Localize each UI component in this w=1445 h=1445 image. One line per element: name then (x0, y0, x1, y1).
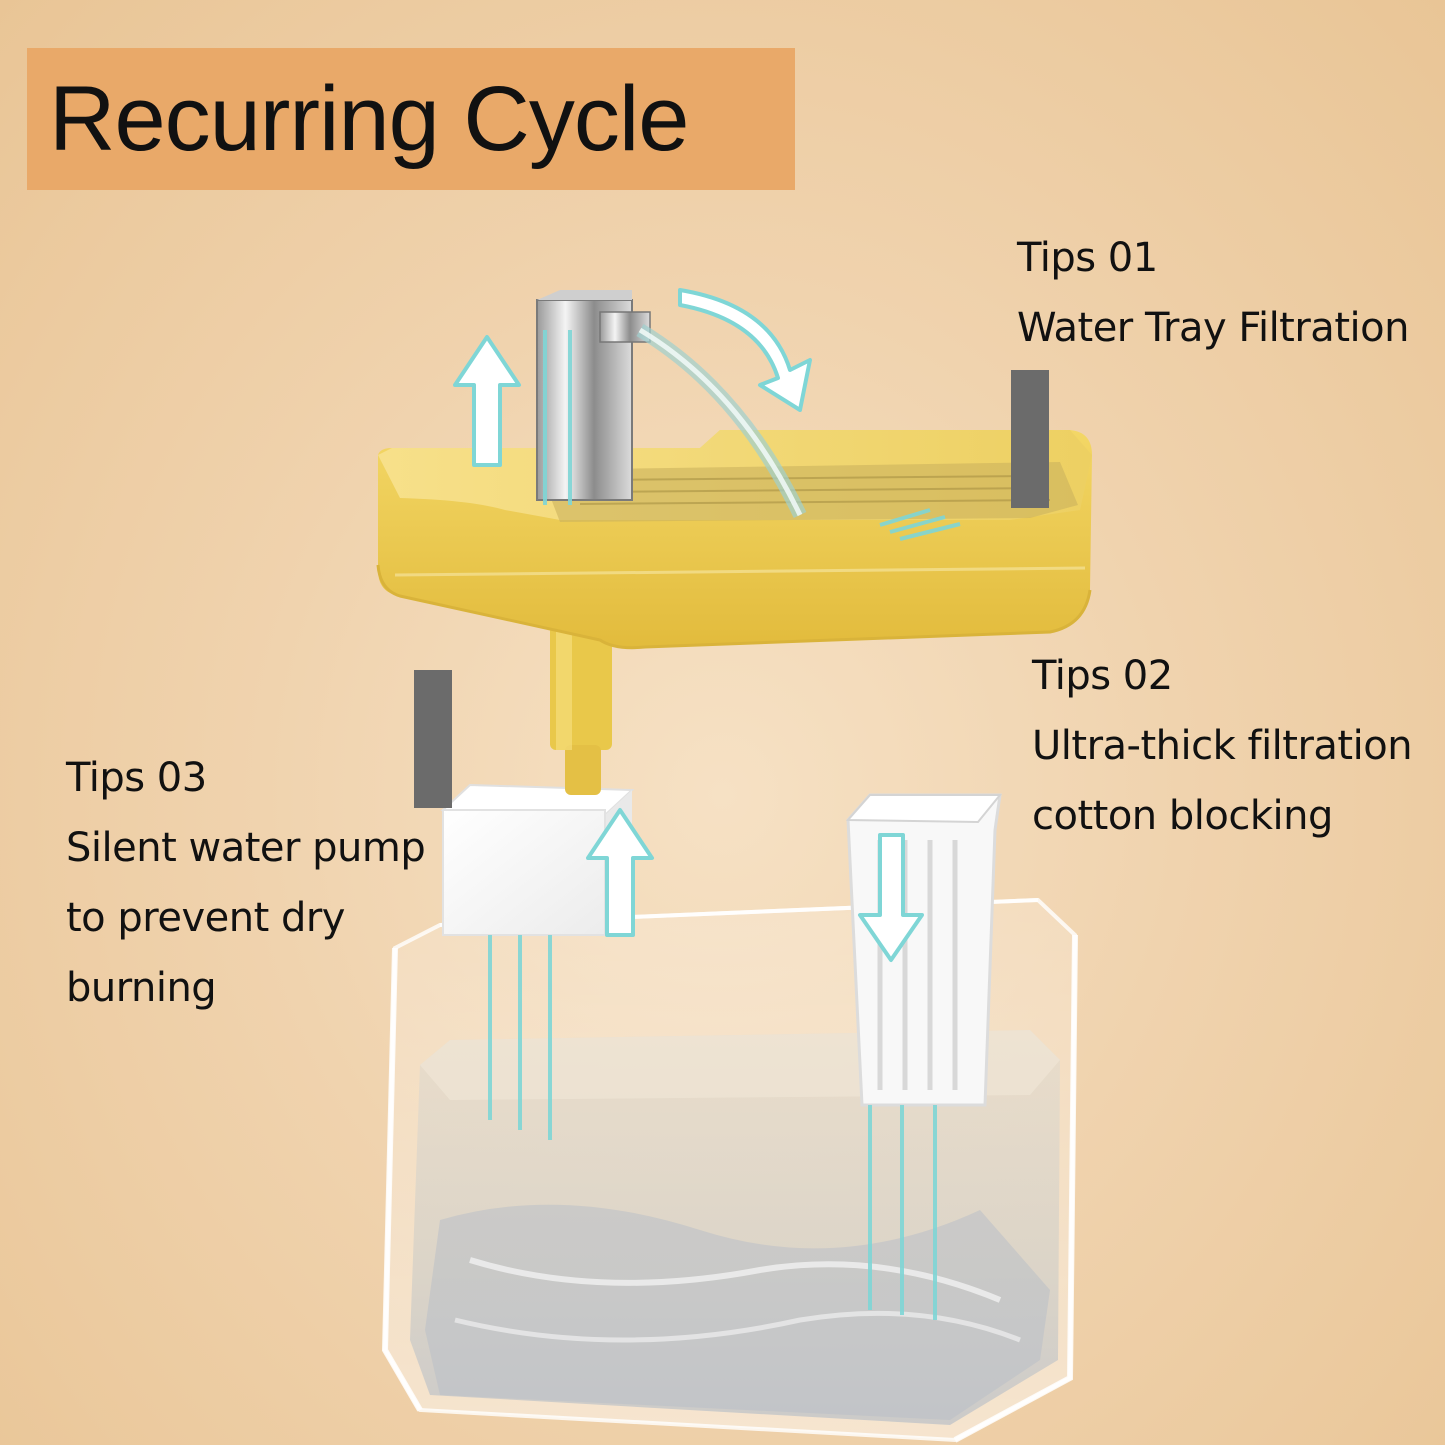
tip-03-label: Tips 03 (66, 755, 207, 801)
tip-03: Tips 03 Silent water pump to prevent dry… (66, 743, 426, 1023)
tip-02-text-line: Ultra-thick filtration (1032, 723, 1413, 769)
tip-02-text-line: cotton blocking (1032, 793, 1333, 839)
tip-03-text-line: Silent water pump (66, 825, 426, 871)
tip-03-text-line: burning (66, 965, 217, 1011)
tip3-marker (414, 670, 452, 808)
down-arrow-filter (858, 833, 924, 962)
filter-cartridge (845, 793, 1003, 1107)
tip-02-label: Tips 02 (1032, 653, 1173, 699)
tip-01-text-line: Water Tray Filtration (1017, 305, 1409, 351)
water-ripples (425, 1204, 1050, 1420)
flow-arrows (453, 288, 924, 962)
title-banner: Recurring Cycle (27, 48, 795, 190)
tip-01: Tips 01 Water Tray Filtration (1017, 223, 1409, 363)
tip-03-text-line: to prevent dry (66, 895, 345, 941)
pump-pipe (550, 615, 612, 795)
faucet-spout (536, 290, 807, 519)
up-arrow-tray (453, 335, 521, 467)
tip-01-label: Tips 01 (1017, 235, 1158, 281)
tip-02: Tips 02 Ultra-thick filtration cotton bl… (1032, 641, 1413, 851)
flow-lines (488, 330, 961, 1320)
tip1-marker (1011, 370, 1049, 508)
page-title: Recurring Cycle (49, 68, 689, 170)
up-arrow-pump (586, 808, 654, 937)
curved-arrow-spout (678, 288, 812, 412)
